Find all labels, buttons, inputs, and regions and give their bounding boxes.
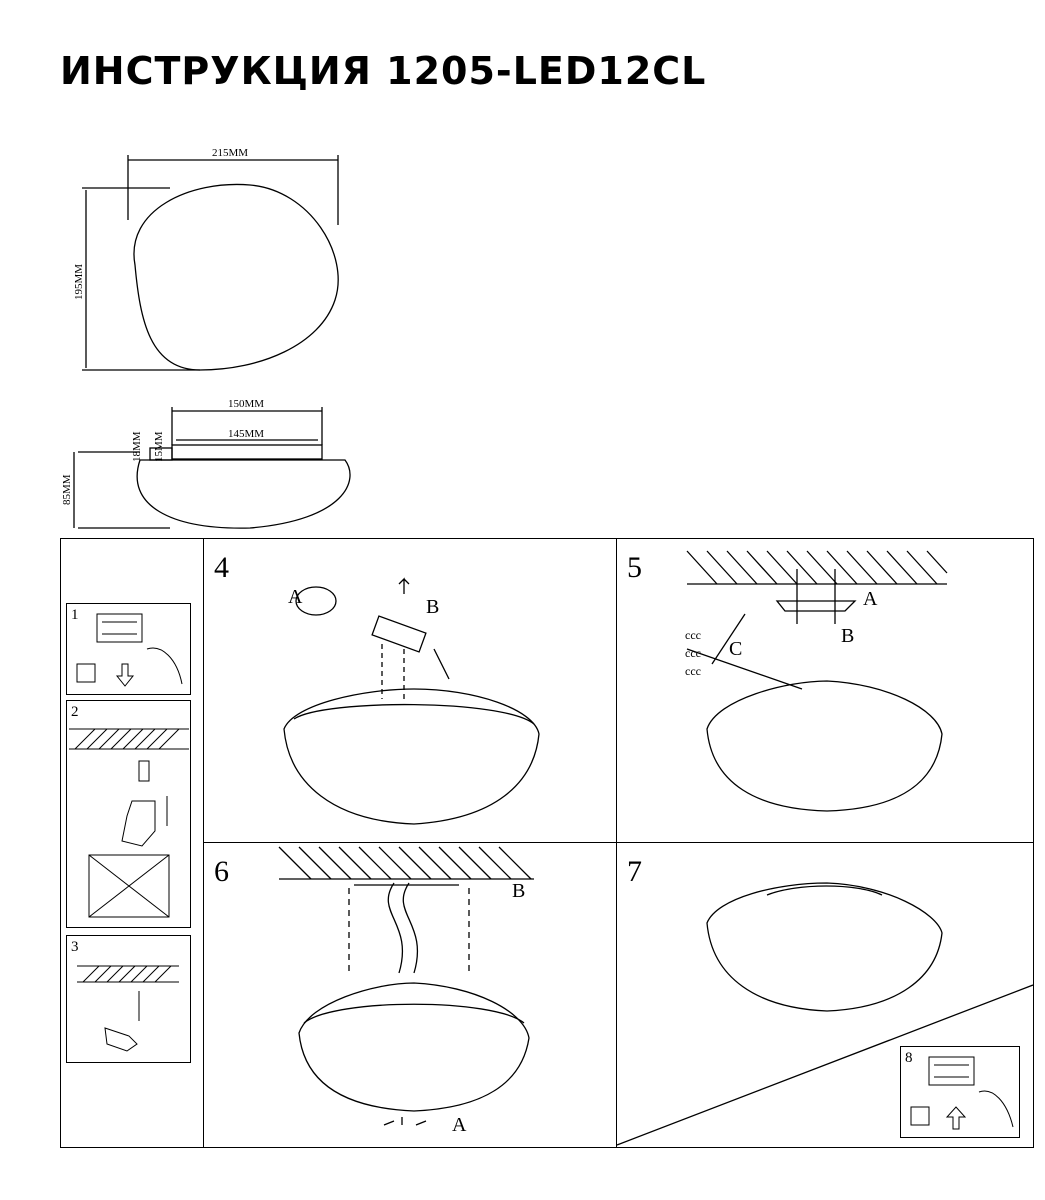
svg-text:ccc: ccc <box>685 664 701 678</box>
step-6-panel: 6 B A <box>203 842 617 1148</box>
step-4-number: 4 <box>214 551 229 584</box>
side-view-shade <box>136 459 351 529</box>
step-2-number: 2 <box>71 704 79 720</box>
step-7-number: 7 <box>627 855 642 888</box>
step-8-box: 8 <box>900 1046 1020 1138</box>
step-8-number: 8 <box>905 1050 913 1066</box>
page-title: ИНСТРУКЦИЯ 1205-LED12CL <box>60 49 707 93</box>
step-5-label-a: A <box>863 588 878 610</box>
drill-illustration <box>77 965 179 1052</box>
dimension-drawings: 215MM 195MM 150MM 145MM 85MM 18MM 15MM <box>61 147 351 529</box>
step-6-illustration <box>278 846 534 1126</box>
dim-top-height: 195MM <box>73 264 85 300</box>
step-4-label-a: A <box>288 586 303 608</box>
step-3-box: 3 <box>66 935 191 1063</box>
step-5-number: 5 <box>627 551 642 584</box>
step-4-label-b: B <box>426 596 440 618</box>
side-view-base <box>171 444 323 460</box>
step-1-number: 1 <box>71 607 79 623</box>
step-3-number: 3 <box>71 939 79 955</box>
svg-text:ccc: ccc <box>685 628 701 642</box>
step-5-panel: 5 A B C ccc ccc ccc <box>616 538 1034 843</box>
top-view-outline <box>133 183 339 371</box>
dim-side-inner-width: 145MM <box>228 428 264 440</box>
step-6-label-b: B <box>512 880 526 902</box>
step-7-panel: 7 8 <box>616 842 1034 1148</box>
step-4-panel: 4 A B <box>203 538 617 843</box>
dim-side-base-width: 150MM <box>228 398 264 410</box>
breaker-off-illustration <box>76 613 183 687</box>
step-7-illustration <box>616 882 1034 1146</box>
step-1-box: 1 <box>66 603 191 695</box>
step-2-box: 2 <box>66 700 191 928</box>
step-5-label-b: B <box>841 625 855 647</box>
breaker-on-illustration <box>910 1056 1014 1130</box>
dim-side-small-b: 15MM <box>153 431 165 462</box>
dim-side-height: 85MM <box>61 474 73 505</box>
step-6-number: 6 <box>214 855 229 888</box>
dim-top-width: 215MM <box>212 147 248 159</box>
voltage-test-illustration <box>69 728 189 918</box>
step-4-illustration <box>283 577 540 825</box>
step-5-illustration: ccc ccc ccc <box>685 550 948 812</box>
svg-text:ccc: ccc <box>685 646 701 660</box>
dim-side-small-a: 18MM <box>131 431 143 462</box>
step-6-label-a: A <box>452 1114 467 1136</box>
step-5-label-c: C <box>729 638 743 660</box>
